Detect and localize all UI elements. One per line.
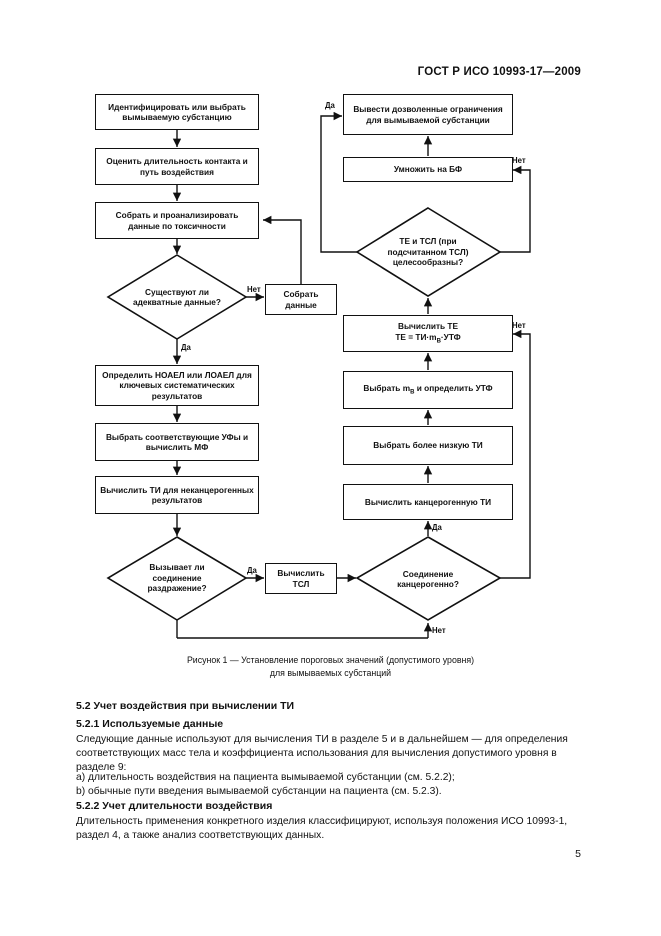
select-mb-box: Выбрать mB и определить УТФ [343, 371, 513, 409]
uf-box: Выбрать соответствующие УФы и вычислить … [95, 423, 259, 461]
label-yes-irritation: Да [247, 566, 257, 575]
collect-analyze-box: Собрать и проанализировать данные по ток… [95, 202, 259, 239]
carc-ti-box: Вычислить канцерогенную ТИ [343, 484, 513, 520]
noael-box: Определить НОАЕЛ или ЛОАЕЛ для ключевых … [95, 365, 259, 406]
select-mb-b: и определить УТФ [414, 382, 493, 393]
select-mb-sub: B [410, 389, 415, 396]
identify-box: Идентифицировать или выбрать вымываемую … [95, 94, 259, 130]
te-tcl-decision: ТЕ и ТСЛ (при подсчитанном ТСЛ) целесооб… [387, 236, 469, 268]
irritation-decision: Вызывает ли соединение раздражение? [147, 562, 207, 594]
te-formula-end: ·УТФ [440, 331, 461, 342]
assess-contact-box: Оценить длительность контакта и путь воз… [95, 148, 259, 185]
te-formula: ТЕ = ТИ·m [395, 331, 437, 342]
adequate-data-decision: Существуют ли адекватные данные? [132, 286, 221, 307]
tcl-box: Вычислить ТСЛ [265, 563, 337, 594]
calculate-te-box: Вычислить ТЕ ТЕ = ТИ·mB·УТФ [343, 315, 513, 352]
te-calc-line1: Вычислить ТЕ [397, 321, 459, 332]
list-item-b: b) обычные пути введения вымываемой субс… [76, 786, 442, 797]
multiply-bf-box: Умножить на БФ [343, 157, 513, 182]
label-no-te: Нет [512, 156, 526, 165]
label-yes-te: Да [325, 101, 335, 110]
select-mb-text: Выбрать mB и определить УТФ [363, 383, 492, 397]
te-calc-line2: ТЕ = ТИ·mB·УТФ [395, 332, 460, 346]
label-yes-adequate: Да [181, 343, 191, 352]
label-no-carc: Нет [512, 321, 526, 330]
list-item-a: a) длительность воздействия на пациента … [76, 772, 455, 783]
flowchart-lines [106, 111, 531, 639]
section-5-2-1-body: Следующие данные используют для вычислен… [76, 734, 568, 774]
page-number: 5 [575, 848, 581, 860]
label-yes-carc: Да [432, 523, 442, 532]
document-header: ГОСТ Р ИСО 10993-17—2009 [417, 66, 581, 78]
section-5-2-2-body: Длительность применения конкретного изде… [76, 816, 568, 842]
section-5-2-title: 5.2 Учет воздействия при вычислении ТИ [76, 700, 295, 712]
caption-line2: для вымываемых субстанций [269, 667, 392, 678]
collect-data-box: Собрать данные [265, 284, 337, 315]
derive-limits-box: Вывести дозволенные ограничения для вымы… [343, 94, 513, 135]
lower-ti-box: Выбрать более низкую ТИ [343, 426, 513, 465]
label-no-adequate: Нет [247, 285, 261, 294]
te-formula-sub: B [436, 338, 441, 345]
label-no-irritation: Нет [432, 626, 446, 635]
figure-caption: Рисунок 1 — Установление пороговых значе… [0, 654, 661, 680]
ti-noncarc-box: Вычислить ТИ для неканцерогенных результ… [95, 476, 259, 514]
section-5-2-1-title: 5.2.1 Используемые данные [76, 718, 224, 730]
section-5-2-2-title: 5.2.2 Учет длительности воздействия [76, 800, 273, 812]
select-mb-a: Выбрать m [363, 382, 411, 393]
caption-line1: Рисунок 1 — Установление пороговых значе… [186, 655, 475, 665]
carcinogenic-decision: Соединение канцерогенно? [397, 568, 459, 589]
